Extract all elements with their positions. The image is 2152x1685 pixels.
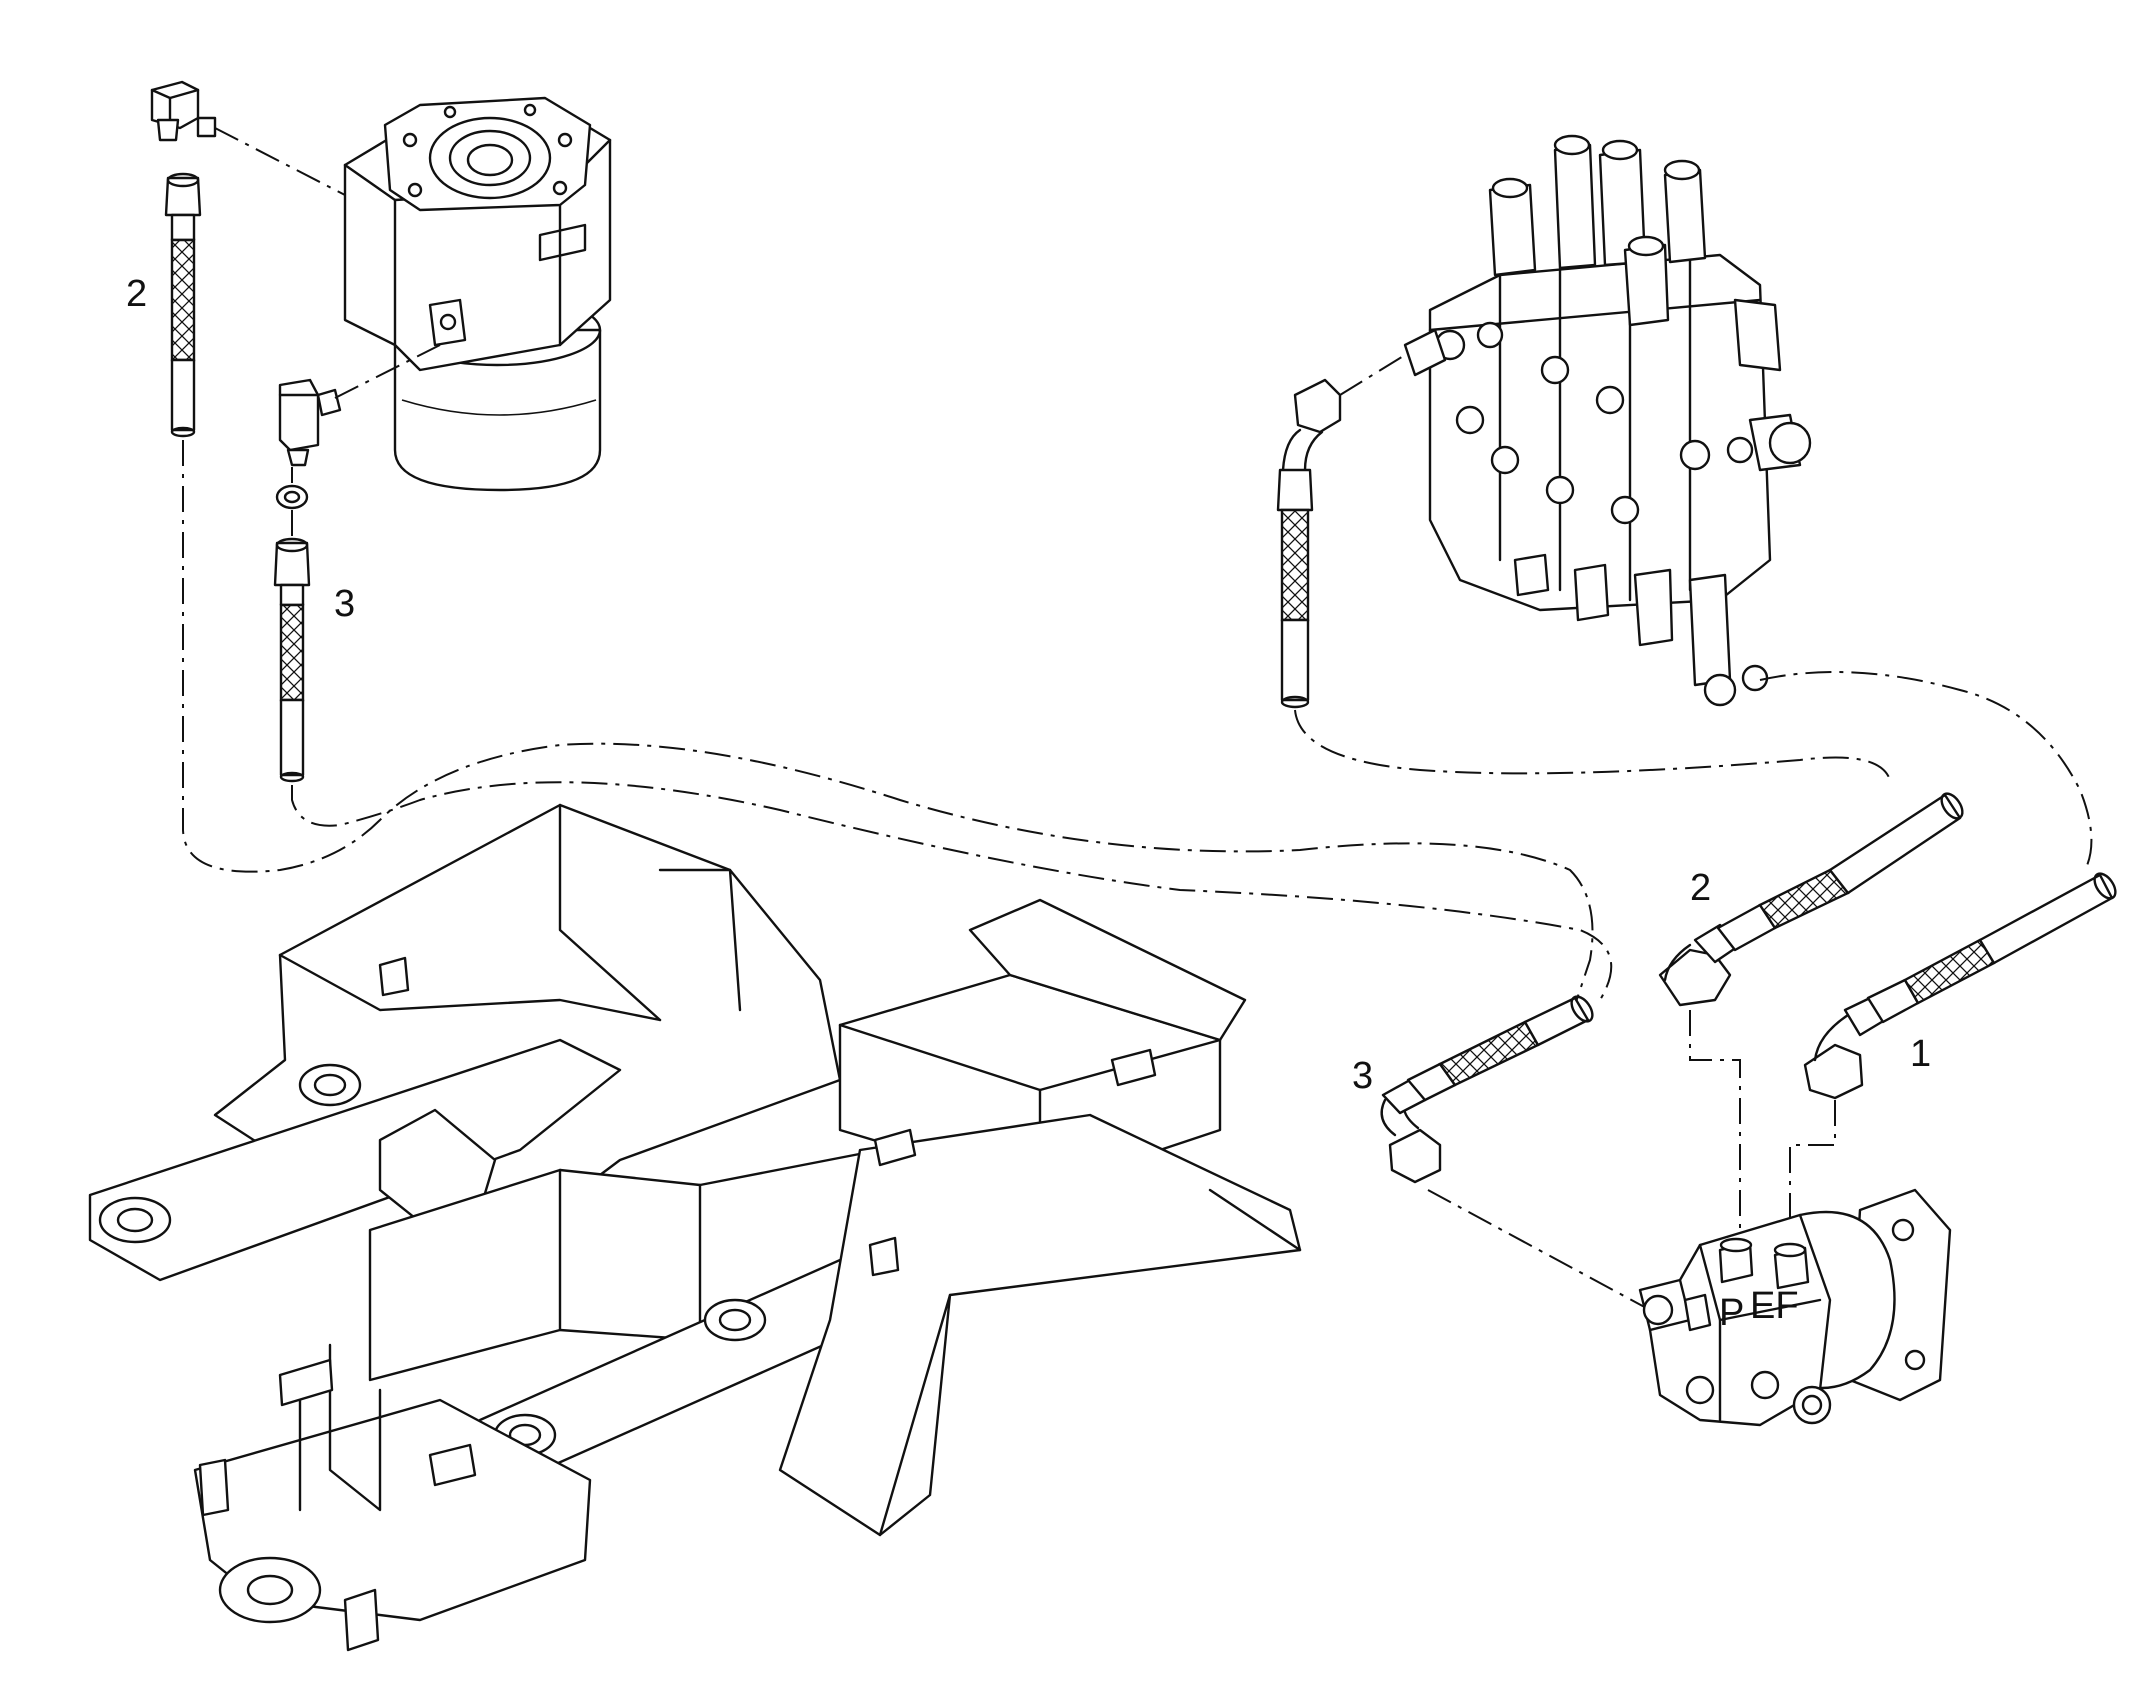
pump-port-label-p: P (1719, 1292, 1744, 1334)
callout-2-pump: 2 (1690, 867, 1711, 909)
steering-unit (343, 96, 612, 492)
chassis-frame (88, 803, 1302, 1652)
callout-2-orbitrol: 2 (126, 273, 147, 315)
hose-3-orbitrol (273, 537, 311, 783)
routing-line (1759, 671, 2093, 871)
routing-line (1294, 709, 1891, 781)
sealing-washer (275, 484, 309, 510)
callout-1-pump: 1 (1910, 1033, 1931, 1075)
connector-line (334, 344, 441, 399)
hose-2-pump (1658, 792, 1964, 1007)
elbow-fitting-top (150, 80, 217, 142)
hose-3-pump (1380, 995, 1594, 1184)
hydraulic-pump: P EF (1638, 1188, 1952, 1427)
hose-valve-supply (1276, 378, 1342, 709)
hose-2-orbitrol (164, 172, 202, 438)
hose-1-pump (1803, 872, 2117, 1100)
routing-line (182, 440, 1594, 1006)
elbow-fitting-side (278, 378, 342, 467)
callout-3-orbitrol: 3 (334, 583, 355, 625)
routing-line (291, 781, 1613, 1001)
connector-line (214, 127, 346, 196)
callout-3-pump: 3 (1352, 1055, 1373, 1097)
control-valve-block (1403, 134, 1812, 707)
pump-port-label-ef: EF (1750, 1285, 1799, 1327)
